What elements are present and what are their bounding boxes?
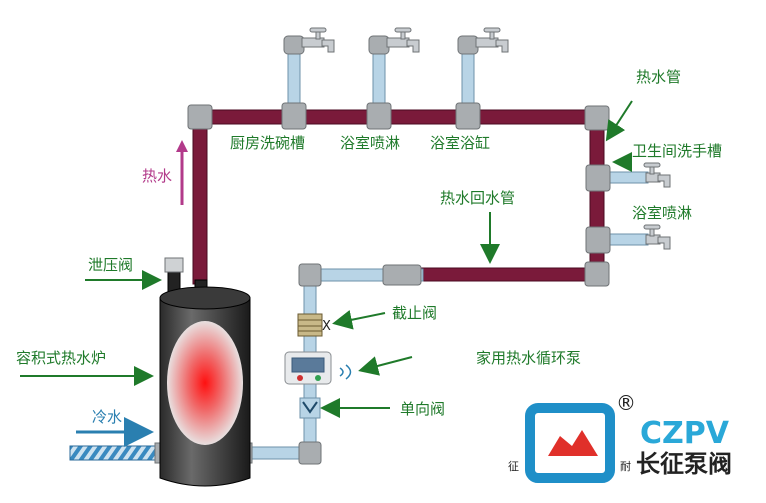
- logo-left-char: 征: [508, 460, 519, 473]
- cold-inlet-pipe: [69, 445, 167, 461]
- brand-latin-name: CZPV: [640, 416, 730, 451]
- kitchen-faucet-icon: [301, 27, 335, 53]
- circulation-pump-icon: [284, 351, 352, 385]
- hot-water-return-label: 热水回水管: [440, 189, 515, 207]
- washbasin-label: 卫生间洗手槽: [632, 142, 722, 160]
- storage-heater-label: 容积式热水炉: [16, 349, 106, 367]
- logo-flag-icon: [548, 430, 598, 456]
- washbasin-branch: [603, 171, 649, 184]
- bathtub-riser: [461, 47, 475, 113]
- tee-washbasin: [585, 164, 611, 192]
- bathtub-faucet-elbow: [457, 35, 479, 55]
- check-valve-label: 单向阀: [400, 400, 445, 418]
- tee-bathtub: [455, 102, 481, 130]
- registered-mark: ®: [616, 391, 636, 415]
- faucets: [301, 27, 671, 250]
- hot-return-pipe: [419, 267, 599, 282]
- washbasin-faucet-icon: [643, 162, 671, 188]
- bathtub-label: 浴室浴缸: [430, 134, 490, 152]
- stop-valve-arrow: [332, 310, 386, 330]
- elbow-bottom-left: [298, 441, 322, 465]
- stop-valve-label: 截止阀: [392, 304, 437, 322]
- relief-valve-label: 泄压阀: [88, 256, 133, 274]
- annotation-arrows: [20, 100, 633, 447]
- hot-water-pipe-label: 热水管: [636, 68, 681, 86]
- bath-shower-top-label: 浴室喷淋: [340, 134, 400, 152]
- check-valve-body: [299, 397, 321, 419]
- pump-arrow: [358, 356, 413, 376]
- kitchen-faucet-elbow: [283, 35, 305, 55]
- elbow-return-left: [298, 263, 322, 287]
- stop-valve-x-mark: X: [322, 319, 331, 334]
- shower-faucet-icon: [386, 27, 420, 53]
- bathtub-faucet-icon: [475, 27, 509, 53]
- tee-shower-right: [585, 226, 611, 254]
- bath-shower-right-label: 浴室喷淋: [632, 204, 692, 222]
- coupling-return: [382, 264, 422, 286]
- shower-branch: [603, 233, 649, 246]
- tee-kitchen: [281, 102, 307, 130]
- logo-right-char: 耐: [620, 460, 631, 473]
- water-heater-tank: [159, 257, 251, 487]
- logo-frame: [525, 403, 615, 483]
- brand-chinese-name: 长征泵阀: [636, 450, 732, 478]
- labels: 厨房洗碗槽 浴室喷淋 浴室浴缸 热水管 卫生间洗手槽 浴室喷淋 热水回水管 热水…: [16, 68, 722, 426]
- shower-faucet-elbow: [368, 35, 390, 55]
- hot-pipe-arrow: [605, 100, 633, 142]
- circulation-pump-label: 家用热水循环泵: [476, 349, 581, 367]
- elbow-top-left: [187, 104, 213, 130]
- relief-valve-cap: [164, 257, 184, 273]
- kitchen-sink-label: 厨房洗碗槽: [230, 134, 305, 152]
- elbow-top-right: [584, 105, 610, 131]
- kitchen-riser: [287, 47, 301, 113]
- shower-right-faucet-icon: [643, 224, 671, 250]
- hot-water-label: 热水: [142, 167, 172, 185]
- hot-riser-pipe: [192, 111, 208, 285]
- hot-main-pipe: [192, 109, 602, 125]
- shower-riser: [372, 47, 386, 113]
- heating-element-glow: [167, 321, 243, 445]
- elbow-bottom-right: [584, 261, 610, 287]
- cold-water-label: 冷水: [92, 408, 122, 426]
- brand-logo: 征 耐 CZPV 长征泵阀 ®: [508, 391, 732, 483]
- tee-shower: [366, 102, 392, 130]
- stop-valve-body: [297, 313, 323, 337]
